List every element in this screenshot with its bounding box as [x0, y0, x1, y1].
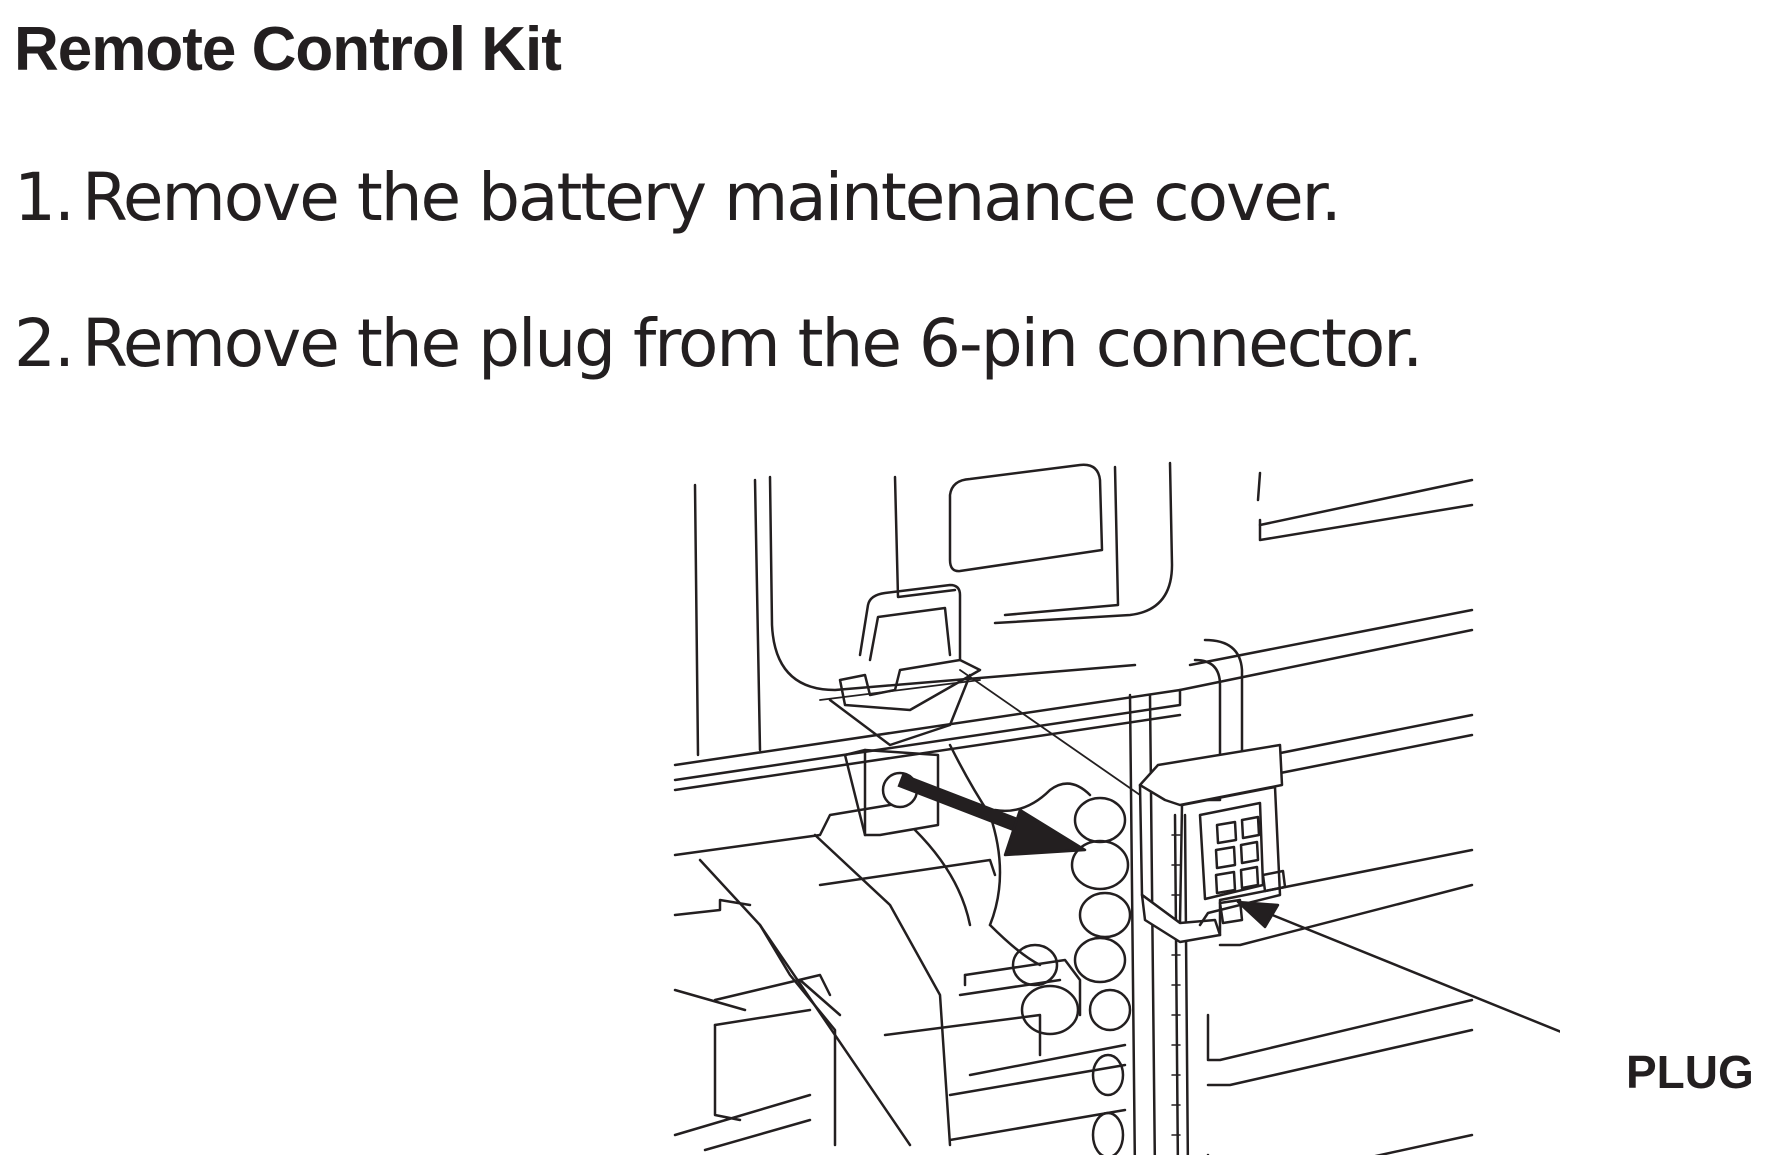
- six-pin-plug-icon: [1138, 743, 1287, 944]
- housing-panel: [673, 461, 1474, 792]
- plug-callout-label: PLUG: [1626, 1046, 1754, 1098]
- battery-area: [673, 803, 1127, 1152]
- connector-illustration: [673, 461, 1560, 1155]
- removal-arrow-icon: [897, 773, 1087, 857]
- step-number: 1.: [14, 159, 75, 236]
- connector-clip-icon: [819, 583, 1141, 837]
- step-text: Remove the battery maintenance cover.: [82, 159, 1342, 236]
- step-text: Remove the plug from the 6-pin connector…: [82, 305, 1423, 382]
- step-1: 1.Remove the battery maintenance cover.: [14, 159, 1342, 236]
- step-number: 2.: [14, 305, 75, 382]
- step-2: 2.Remove the plug from the 6-pin connect…: [14, 305, 1423, 382]
- callout-arrow-icon: [1236, 900, 1560, 1033]
- page-title: Remote Control Kit: [14, 15, 562, 84]
